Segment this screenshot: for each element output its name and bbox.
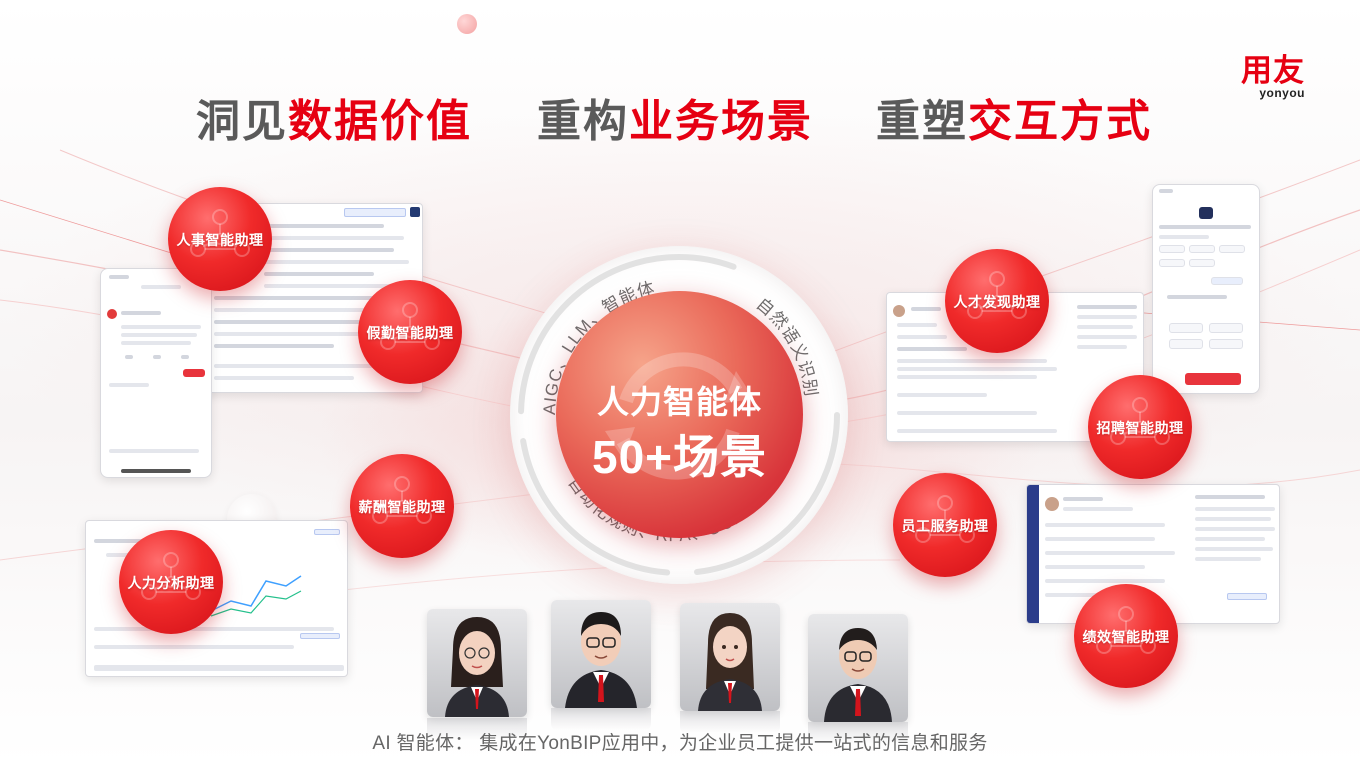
bubble-label: 员工服务助理 — [901, 518, 989, 534]
brand-logo: 用友 yonyou — [1241, 53, 1305, 101]
bubble-talent-assistant[interactable]: 人才发现助理 — [945, 249, 1049, 353]
bubble-label: 假勤智能助理 — [366, 325, 454, 341]
bubble-label: 人力分析助理 — [127, 575, 215, 591]
headline-interaction: 重塑交互方式 — [876, 95, 1152, 149]
brand-name: 用友 — [1241, 53, 1305, 88]
headline-gray-text: 洞见 — [196, 97, 288, 146]
avatar-reflection — [551, 708, 651, 730]
bubble-recruiting-assistant[interactable]: 招聘智能助理 — [1088, 375, 1192, 479]
network-icon — [1096, 606, 1156, 654]
female-avatar-icon — [445, 617, 509, 717]
bubble-hr-assistant[interactable]: 人事智能助理 — [168, 187, 272, 291]
network-icon — [141, 552, 201, 600]
bubble-label: 薪酬智能助理 — [358, 499, 446, 515]
network-icon — [190, 209, 250, 257]
center-core: 人力智能体 50+场景 — [556, 291, 803, 538]
bubble-payroll-assistant[interactable]: 薪酬智能助理 — [350, 454, 454, 558]
headline-business-scene: 重构业务场景 — [537, 95, 813, 149]
bubble-label: 人事智能助理 — [176, 232, 264, 248]
mini-line-chart — [210, 575, 302, 617]
bubble-employee-service-assistant[interactable]: 员工服务助理 — [893, 473, 997, 577]
headline-red-text: 业务场景 — [629, 97, 813, 146]
avatar-reflection — [427, 718, 527, 740]
bottom-caption: AI 智能体： 集成在YonBIP应用中，为企业员工提供一站式的信息和服务 — [372, 733, 988, 754]
decorative-dot — [457, 14, 477, 34]
bubble-analysis-assistant[interactable]: 人力分析助理 — [119, 530, 223, 634]
avatar-female-1 — [427, 609, 527, 717]
network-icon — [1110, 397, 1170, 445]
center-subtitle: 50+场景 — [591, 431, 768, 483]
cycle-arrows-icon — [605, 352, 754, 480]
headline-red-text: 数据价值 — [288, 97, 472, 146]
male-avatar-icon — [565, 612, 637, 708]
center-title: 人力智能体 — [596, 384, 762, 420]
brand-sub: yonyou — [1259, 86, 1305, 100]
male-avatar-icon — [824, 628, 892, 722]
avatar-reflection — [680, 711, 780, 733]
network-icon — [915, 495, 975, 543]
bubble-label: 人才发现助理 — [953, 294, 1041, 310]
avatar-female-2 — [680, 603, 780, 711]
network-icon — [967, 271, 1027, 319]
headline-gray-text: 重塑 — [876, 97, 968, 146]
headline-data-value: 洞见数据价值 — [196, 95, 472, 149]
network-icon — [372, 476, 432, 524]
bubble-performance-assistant[interactable]: 绩效智能助理 — [1074, 584, 1178, 688]
bubble-attendance-assistant[interactable]: 假勤智能助理 — [358, 280, 462, 384]
bubble-label: 绩效智能助理 — [1082, 629, 1170, 645]
headline-gray-text: 重构 — [537, 97, 629, 146]
bubble-label: 招聘智能助理 — [1096, 420, 1184, 436]
ring-arc — [518, 254, 840, 576]
avatar-reflection — [808, 722, 908, 744]
headline-red-text: 交互方式 — [968, 97, 1152, 146]
phone-screenshot-attendance — [100, 268, 212, 478]
female-avatar-icon — [698, 613, 762, 711]
phone-screenshot-service — [1152, 184, 1260, 394]
network-icon — [380, 302, 440, 350]
avatar-male-1 — [551, 600, 651, 708]
avatar-male-2 — [808, 614, 908, 722]
